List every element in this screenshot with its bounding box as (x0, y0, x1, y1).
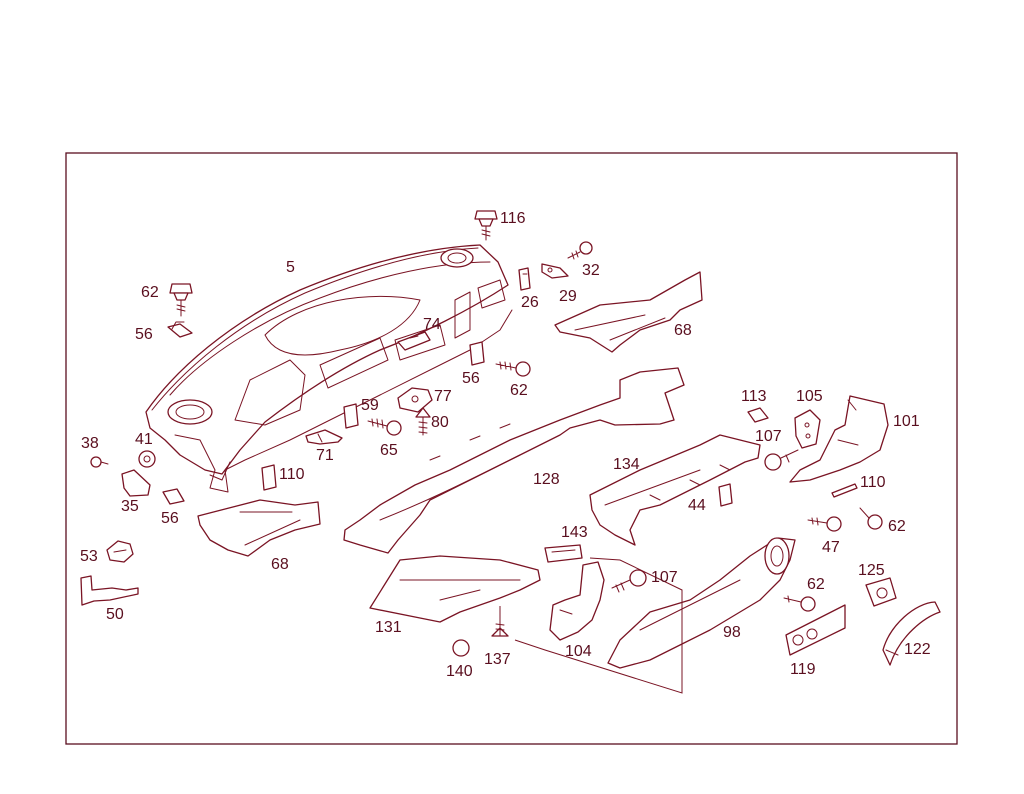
callout-98: 98 (723, 624, 741, 641)
part-56-nut-a (167, 321, 193, 338)
part-128-insulation (343, 367, 685, 554)
callout-68-b: 68 (271, 556, 289, 573)
callout-137: 137 (484, 651, 511, 668)
part-125-grille (865, 577, 897, 607)
callout-44: 44 (688, 497, 706, 514)
callout-50: 50 (106, 606, 124, 623)
callout-131: 131 (375, 619, 402, 636)
part-62-bolt-b (495, 361, 531, 377)
part-110-clip-b (831, 483, 858, 498)
part-62-bolt-a (169, 283, 193, 317)
callout-113: 113 (741, 388, 767, 405)
callout-47: 47 (822, 539, 840, 556)
part-29-bracket (541, 263, 569, 279)
part-113-nut (747, 407, 769, 423)
part-47-bolt (807, 516, 842, 532)
callout-128: 128 (533, 471, 560, 488)
callout-107-b: 107 (651, 569, 678, 586)
callout-41: 41 (135, 431, 153, 448)
callout-56-c: 56 (161, 510, 179, 527)
part-134-shelf (589, 434, 761, 546)
callout-56-a: 56 (135, 326, 153, 343)
part-104-bracket (549, 561, 605, 641)
part-41-nut (138, 450, 156, 468)
callout-134: 134 (613, 456, 640, 473)
callout-80: 80 (431, 414, 449, 431)
part-74-clip (397, 331, 431, 351)
callout-122: 122 (904, 641, 931, 658)
part-35-bracket (121, 469, 151, 497)
part-62-bolt-c (859, 507, 883, 530)
callout-56-b: 56 (462, 370, 480, 387)
callout-74: 74 (423, 316, 441, 333)
part-71-bracket (305, 429, 343, 445)
callout-107-a: 107 (755, 428, 782, 445)
callout-104: 104 (565, 643, 592, 660)
part-131-cover (369, 555, 541, 623)
part-59-clip (343, 403, 359, 429)
part-32-bolt (567, 241, 593, 260)
callout-5: 5 (286, 259, 295, 276)
callout-143: 143 (561, 524, 588, 541)
part-65-bolt (367, 418, 402, 436)
part-38-screw (90, 456, 109, 468)
part-77-bracket (397, 387, 433, 413)
callout-labels: 5 116 32 62 26 29 56 74 68 56 62 77 59 8… (80, 210, 931, 680)
part-110-clip-a (261, 464, 277, 491)
callout-35: 35 (121, 498, 139, 515)
part-143-switch (544, 544, 583, 563)
callout-105: 105 (796, 388, 823, 405)
callout-77: 77 (434, 388, 452, 405)
leader-lines (499, 557, 683, 694)
callout-26: 26 (521, 294, 539, 311)
part-56-nut-c (162, 488, 185, 505)
part-44-clip (718, 483, 733, 507)
part-50-bracket (80, 575, 139, 606)
part-140-nut (452, 639, 470, 657)
callout-62-d: 62 (807, 576, 825, 593)
callout-140: 140 (446, 663, 473, 680)
callout-65: 65 (380, 442, 398, 459)
part-122-trim (882, 601, 941, 666)
callout-68-a: 68 (674, 322, 692, 339)
callout-62-a: 62 (141, 284, 159, 301)
diagram-frame (65, 152, 958, 745)
part-119-panel (785, 604, 846, 656)
callout-29: 29 (559, 288, 577, 305)
callout-101: 101 (893, 413, 920, 430)
callout-59: 59 (361, 397, 379, 414)
callout-32: 32 (582, 262, 600, 279)
part-105-bracket (794, 409, 821, 449)
callout-53: 53 (80, 548, 98, 565)
callout-62-b: 62 (510, 382, 528, 399)
part-56-nut-b (469, 341, 485, 366)
callout-110-a: 110 (279, 466, 305, 483)
callout-119: 119 (790, 661, 816, 678)
part-98-glovebox (607, 537, 796, 669)
callout-125: 125 (858, 562, 885, 579)
part-101-side-panel (789, 395, 889, 483)
callout-116: 116 (500, 210, 526, 227)
part-107-screw-a (764, 449, 799, 471)
callout-110-b: 110 (860, 474, 886, 491)
part-26-clip (518, 267, 531, 291)
callout-62-c: 62 (888, 518, 906, 535)
part-107-screw-b (611, 569, 647, 593)
part-53-clip (106, 540, 134, 563)
callout-38: 38 (81, 435, 99, 452)
callout-71: 71 (316, 447, 334, 464)
part-68-trim-lower (197, 499, 321, 557)
part-68-trim-upper (554, 271, 703, 353)
part-62-bolt-d (783, 595, 816, 612)
part-80-screw (415, 407, 431, 436)
part-5-dashboard (145, 244, 513, 493)
part-116-bolt (474, 210, 498, 241)
